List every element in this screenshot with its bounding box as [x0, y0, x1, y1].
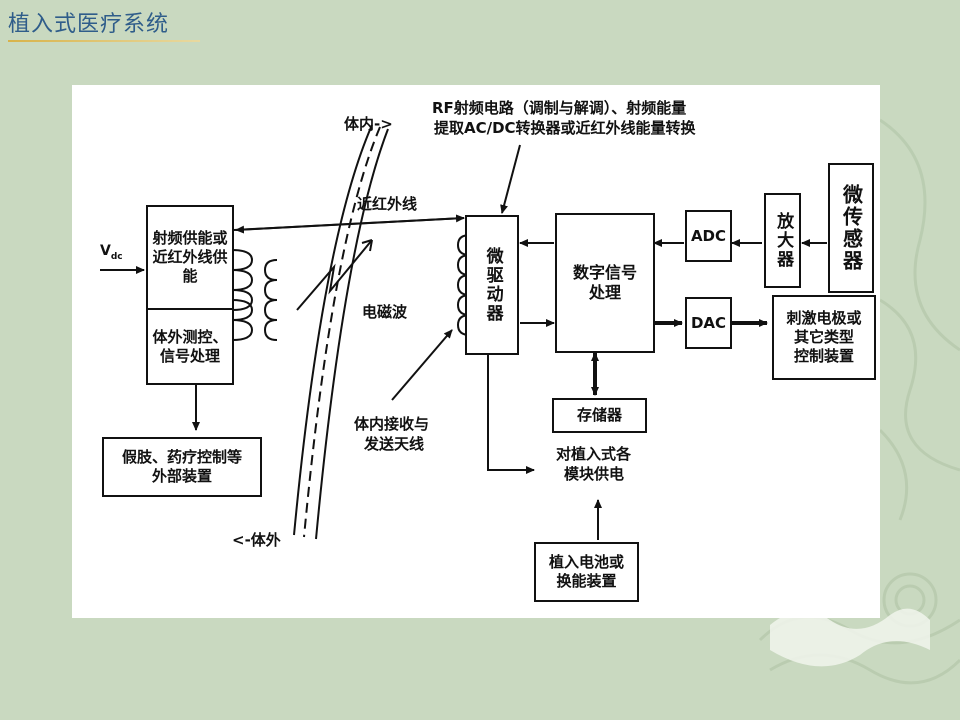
rf-title-line1: RF射频电路（调制与解调）、射频能量	[432, 99, 687, 117]
dac-label: DAC	[690, 313, 727, 332]
diagram-panel: 射频供能或近红外线供能 体外测控、信号处理 假肢、药疗控制等外部装置 微驱动器 …	[72, 85, 880, 618]
em-wave-bolt	[296, 239, 373, 311]
dsp-label-line2: 处理	[588, 283, 621, 302]
stim-label-line3: 控制装置	[793, 346, 854, 365]
antenna-label-line2: 发送天线	[364, 435, 425, 453]
arrow-driver-to-power	[487, 355, 535, 474]
memory-label: 存储器	[576, 406, 622, 425]
prosthesis-box: 假肢、药疗控制等外部装置	[102, 437, 262, 497]
antenna-label-line1: 体内接收与	[354, 415, 430, 433]
ext-monitor-label: 体外测控、信号处理	[152, 327, 228, 365]
battery-box: 植入电池或 换能装置	[534, 542, 639, 602]
prosthesis-label: 假肢、药疗控制等外部装置	[121, 448, 242, 485]
infrared-label: 近红外线	[357, 195, 418, 213]
vdc-label: Vdc	[100, 243, 123, 263]
power-label-line2: 模块供电	[564, 465, 625, 483]
infrared-arrow-left	[235, 217, 465, 234]
micro-driver-label: 微驱动器	[482, 247, 503, 323]
rf-supply-box: 射频供能或近红外线供能	[146, 205, 234, 310]
antenna-pointer-arrow	[391, 329, 453, 401]
power-label-line1: 对植入式各	[556, 445, 632, 463]
rf-supply-label: 射频供能或近红外线供能	[152, 229, 228, 285]
rf-pointer-arrow	[500, 144, 521, 214]
ext-monitor-box: 体外测控、信号处理	[146, 308, 234, 385]
sensor-box: 微传感器	[828, 163, 874, 293]
coil-mid	[263, 259, 278, 341]
vdc-subscript: dc	[110, 251, 123, 262]
external-coil-top	[231, 249, 254, 311]
stim-label-line1: 刺激电极或	[786, 309, 862, 328]
slide-title: 植入式医疗系统	[8, 12, 170, 37]
adc-box: ADC	[685, 210, 732, 262]
em-wave-label: 电磁波	[362, 303, 408, 321]
micro-driver-box: 微驱动器	[465, 215, 519, 355]
vdc-main: V	[100, 243, 111, 259]
stim-box: 刺激电极或 其它类型 控制装置	[772, 295, 876, 380]
dsp-label-line1: 数字信号	[572, 263, 637, 282]
internal-coil	[456, 234, 471, 336]
dsp-box: 数字信号 处理	[555, 213, 655, 353]
skin-line-3	[315, 128, 389, 540]
rf-title-line2: 提取AC/DC转换器或近红外线能量转换	[434, 119, 696, 137]
sensor-label: 微传感器	[839, 184, 864, 272]
skin-line-2	[303, 126, 381, 538]
skin-line-1	[293, 124, 373, 536]
amplifier-label: 放大器	[773, 212, 794, 269]
inside-label: 体内->	[344, 115, 393, 133]
outside-label: <-体外	[232, 531, 281, 549]
adc-label: ADC	[690, 226, 727, 245]
battery-label-line1: 植入电池或	[548, 553, 624, 572]
memory-box: 存储器	[552, 398, 647, 433]
dac-box: DAC	[685, 297, 732, 349]
stim-label-line2: 其它类型	[793, 328, 854, 347]
title-underline	[8, 40, 200, 42]
amplifier-box: 放大器	[764, 193, 801, 288]
battery-label-line2: 换能装置	[556, 572, 617, 590]
